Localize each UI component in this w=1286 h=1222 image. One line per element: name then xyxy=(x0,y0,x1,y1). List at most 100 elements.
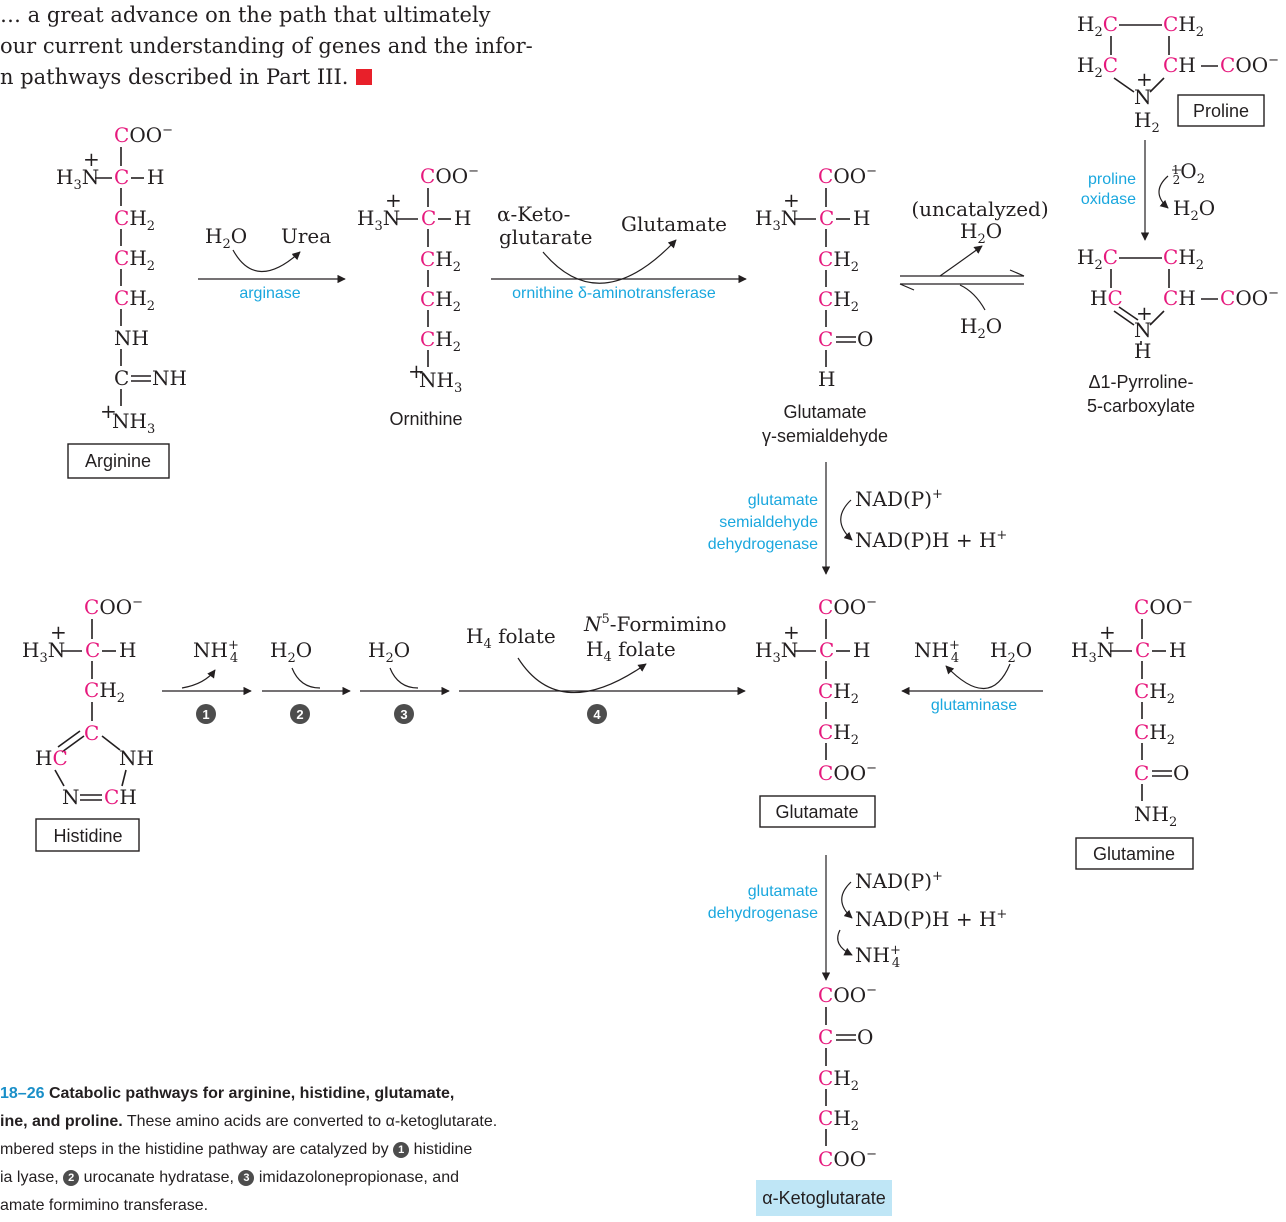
glutamine-label: Glutamine xyxy=(1093,844,1175,864)
svg-text:NH+4: NH+4 xyxy=(193,638,239,666)
intro-line-3: n pathways described in Part III. xyxy=(0,62,600,93)
proline-oxidase-label-2: oxidase xyxy=(1081,191,1136,208)
svg-text:CH2: CH2 xyxy=(420,247,461,275)
figure-caption: 18–26 Catabolic pathways for arginine, h… xyxy=(0,1080,582,1220)
svg-text:NH: NH xyxy=(152,366,187,390)
svg-text:O: O xyxy=(857,327,873,351)
end-mark-icon xyxy=(356,69,373,85)
histidine-label: Histidine xyxy=(53,826,122,846)
svg-text:COO−: COO− xyxy=(818,164,877,188)
svg-text:NAD(P)H + H+: NAD(P)H + H+ xyxy=(855,528,1007,552)
svg-text:COO−: COO− xyxy=(1134,595,1193,619)
proline-structure: H2C CH2 H2C CH COO− + N H2 Proline xyxy=(1077,12,1279,136)
svg-text:COO−: COO− xyxy=(818,983,877,1007)
svg-text:NAD(P)+: NAD(P)+ xyxy=(855,487,943,511)
svg-text:H2O: H2O xyxy=(1173,196,1215,224)
svg-text:C: C xyxy=(114,366,129,390)
svg-text:CH2: CH2 xyxy=(420,327,461,355)
svg-text:C: C xyxy=(85,638,100,662)
ornithine-structure: COO− H3N + C H CH2 CH2 CH2 + NH3 Ornithi… xyxy=(357,164,479,429)
svg-text:COO−: COO− xyxy=(1220,53,1279,77)
glutamate-label: Glutamate xyxy=(775,802,858,822)
p5c-structure: H2C CH2 HC CH COO− + N H Δ1-Pyrroline- 5… xyxy=(1077,245,1279,416)
svg-text:CH2: CH2 xyxy=(818,247,859,275)
akg-label: α-Ketoglutarate xyxy=(762,1188,885,1208)
svg-text:NH2: NH2 xyxy=(1134,802,1177,830)
glutaminase-label: glutaminase xyxy=(931,697,1017,714)
svg-text:H: H xyxy=(119,638,136,662)
glutamate-dehydrogenase-step: glutamate dehydrogenase NAD(P)+ NAD(P)H … xyxy=(708,855,1007,981)
gsdh-label-3: dehydrogenase xyxy=(708,536,818,553)
svg-text:N: N xyxy=(1134,318,1152,342)
caption-step-2-icon: 2 xyxy=(63,1170,80,1186)
svg-text:C: C xyxy=(84,721,99,745)
proline-label: Proline xyxy=(1193,101,1249,121)
svg-text:CH2: CH2 xyxy=(1163,12,1204,40)
p5c-label-2: 5-carboxylate xyxy=(1087,396,1195,416)
svg-text:+: + xyxy=(100,399,117,423)
glutamate-semialdehyde-label-2: γ-semialdehyde xyxy=(762,426,888,446)
urea-label: Urea xyxy=(281,224,331,248)
svg-text:COO−: COO− xyxy=(818,595,877,619)
svg-text:H2C: H2C xyxy=(1077,245,1118,273)
glutamate-reagent: Glutamate xyxy=(621,212,727,236)
svg-text:NAD(P)+: NAD(P)+ xyxy=(855,869,943,893)
svg-text:H4 folate: H4 folate xyxy=(586,637,676,665)
svg-text:H: H xyxy=(454,206,471,230)
arginase-step: H2O Urea arginase xyxy=(198,224,346,302)
arginase-label: arginase xyxy=(239,285,300,302)
intro-line-2: our current understanding of genes and t… xyxy=(0,34,533,58)
caption-line-2: ine, and proline. These amino acids are … xyxy=(0,1108,582,1136)
ornithine-aminotransferase-label: ornithine δ-aminotransferase xyxy=(512,285,716,302)
uncatalyzed-label: (uncatalyzed) xyxy=(911,197,1048,221)
glutamate-semialdehyde-structure: COO− H3N + C H CH2 CH2 C O H Glutamate γ… xyxy=(755,164,888,446)
svg-text:H4 folate: H4 folate xyxy=(466,624,556,652)
svg-text:NH+4: NH+4 xyxy=(855,943,901,971)
caption-step-3-icon: 3 xyxy=(238,1170,255,1186)
caption-step-1-text: histidine xyxy=(413,1141,473,1158)
intro-line-1: … a great advance on the path that ultim… xyxy=(0,3,491,27)
arginine-label: Arginine xyxy=(85,451,151,471)
svg-text:CH: CH xyxy=(104,785,137,809)
caption-step-1-icon: 1 xyxy=(393,1142,410,1158)
caption-text-2: These amino acids are converted to α-ket… xyxy=(122,1113,498,1130)
gdh-label-1: glutamate xyxy=(748,883,818,900)
caption-line-5: amate formimino transferase. xyxy=(0,1197,209,1214)
svg-text:CH2: CH2 xyxy=(818,720,859,748)
glutamate-structure: COO− H3N + C H CH2 CH2 COO− Glutamate xyxy=(755,595,877,828)
caption-step-3-text: imidazolonepropionase, and xyxy=(258,1169,459,1186)
akg-reagent-2: glutarate xyxy=(499,225,592,249)
svg-text:H2O: H2O xyxy=(960,314,1002,342)
svg-text:C: C xyxy=(114,165,129,189)
svg-text:NH: NH xyxy=(114,326,149,350)
svg-text:HC: HC xyxy=(1090,286,1123,310)
svg-text:+: + xyxy=(1136,301,1153,325)
svg-text:N: N xyxy=(62,785,80,809)
svg-text:C: C xyxy=(819,206,834,230)
histidine-structure: COO− H3N + C H CH2 C HC NH N CH Histidin… xyxy=(22,595,154,852)
svg-text:O: O xyxy=(857,1025,873,1049)
gsa-dehydrogenase-step: glutamate semialdehyde dehydrogenase NAD… xyxy=(708,462,1007,575)
svg-text:CH2: CH2 xyxy=(114,246,155,274)
svg-text:NH+4: NH+4 xyxy=(914,638,960,666)
cyclization-equilibrium: (uncatalyzed) H2O H2O xyxy=(899,197,1049,342)
step-4-number: 4 xyxy=(593,707,601,722)
gsdh-label-2: semialdehyde xyxy=(719,514,818,531)
svg-text:CH2: CH2 xyxy=(420,287,461,315)
svg-text:CH2: CH2 xyxy=(818,679,859,707)
caption-text-3: mbered steps in the histidine pathway ar… xyxy=(0,1141,389,1158)
svg-text:CH2: CH2 xyxy=(818,1106,859,1134)
svg-text:N: N xyxy=(1134,85,1152,109)
svg-text:+: + xyxy=(1099,620,1116,644)
svg-text:CH: CH xyxy=(1163,286,1196,310)
svg-text:H: H xyxy=(818,367,835,391)
gsdh-label-1: glutamate xyxy=(748,492,818,509)
svg-text:+: + xyxy=(1136,67,1153,91)
step-2-icon xyxy=(290,704,310,724)
step-3-number: 3 xyxy=(400,707,407,722)
svg-text:H: H xyxy=(853,206,870,230)
svg-text:+: + xyxy=(783,620,800,644)
svg-text:CH2: CH2 xyxy=(84,678,125,706)
